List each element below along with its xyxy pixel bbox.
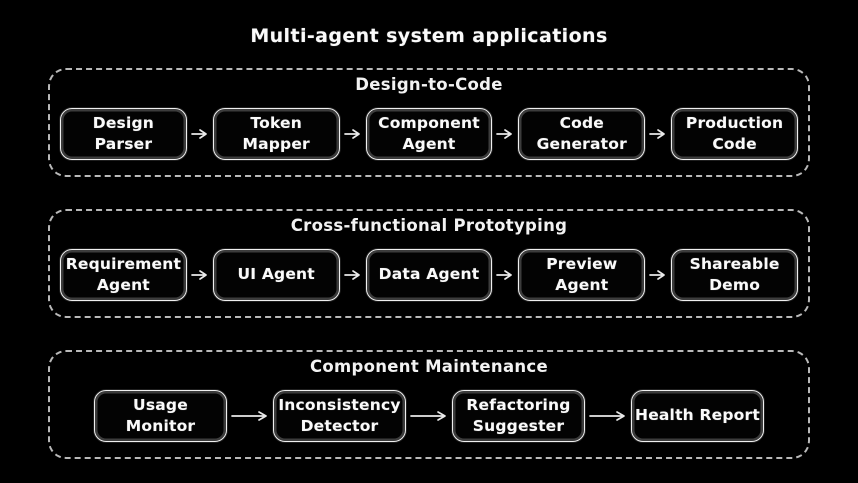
node-label: Inconsistency Detector (278, 395, 401, 435)
section-design-to-code: Design-to-Code Design Parser Token Mappe… (48, 68, 810, 177)
node-refactoring-suggester: Refactoring Suggester (452, 389, 585, 442)
node-ui-agent: UI Agent (212, 248, 340, 301)
node-label: Usage Monitor (125, 395, 196, 435)
arrow-right-icon (410, 410, 446, 421)
node-label: Requirement Agent (65, 254, 182, 294)
node-label: Refactoring Suggester (466, 395, 571, 435)
section-component-maintenance: Component Maintenance Usage Monitor Inco… (48, 350, 810, 459)
section-cross-functional-prototyping: Cross-functional Prototyping Requirement… (48, 209, 810, 318)
node-health-report: Health Report (631, 389, 764, 442)
arrow-right-icon (190, 128, 207, 139)
node-preview-agent: Preview Agent (518, 248, 646, 301)
node-label: Token Mapper (242, 113, 310, 153)
node-component-agent: Component Agent (365, 107, 493, 160)
node-requirement-agent: Requirement Agent (60, 248, 187, 301)
node-label: Production Code (685, 113, 784, 153)
flow-row: Design Parser Token Mapper Component Age… (60, 104, 798, 163)
arrow-right-icon (190, 269, 207, 280)
node-label: Component Agent (378, 113, 480, 153)
node-label: UI Agent (237, 265, 315, 283)
flow-row: Usage Monitor Inconsistency Detector Ref… (60, 386, 798, 445)
arrow-right-icon (343, 269, 360, 280)
node-label: Preview Agent (546, 254, 618, 294)
node-token-mapper: Token Mapper (212, 107, 340, 160)
arrow-right-icon (343, 128, 360, 139)
section-title: Cross-functional Prototyping (290, 216, 568, 235)
arrow-right-icon (589, 410, 625, 421)
node-design-parser: Design Parser (60, 107, 187, 160)
node-data-agent: Data Agent (365, 248, 493, 301)
section-title: Component Maintenance (309, 357, 549, 376)
node-label: Shareable Demo (689, 254, 780, 294)
node-label: Design Parser (92, 113, 155, 153)
node-label: Data Agent (378, 265, 480, 283)
node-label: Health Report (635, 406, 760, 424)
node-inconsistency-detector: Inconsistency Detector (273, 389, 406, 442)
arrow-right-icon (649, 269, 666, 280)
section-title: Design-to-Code (355, 75, 503, 94)
node-production-code: Production Code (671, 107, 798, 160)
node-shareable-demo: Shareable Demo (671, 248, 798, 301)
node-usage-monitor: Usage Monitor (94, 389, 227, 442)
node-label: Code Generator (536, 113, 627, 153)
arrow-right-icon (496, 128, 513, 139)
node-code-generator: Code Generator (518, 107, 646, 160)
flow-row: Requirement Agent UI Agent Data Agent Pr… (60, 245, 798, 304)
arrow-right-icon (649, 128, 666, 139)
arrow-right-icon (231, 410, 267, 421)
arrow-right-icon (496, 269, 513, 280)
page-title: Multi-agent system applications (250, 25, 608, 47)
